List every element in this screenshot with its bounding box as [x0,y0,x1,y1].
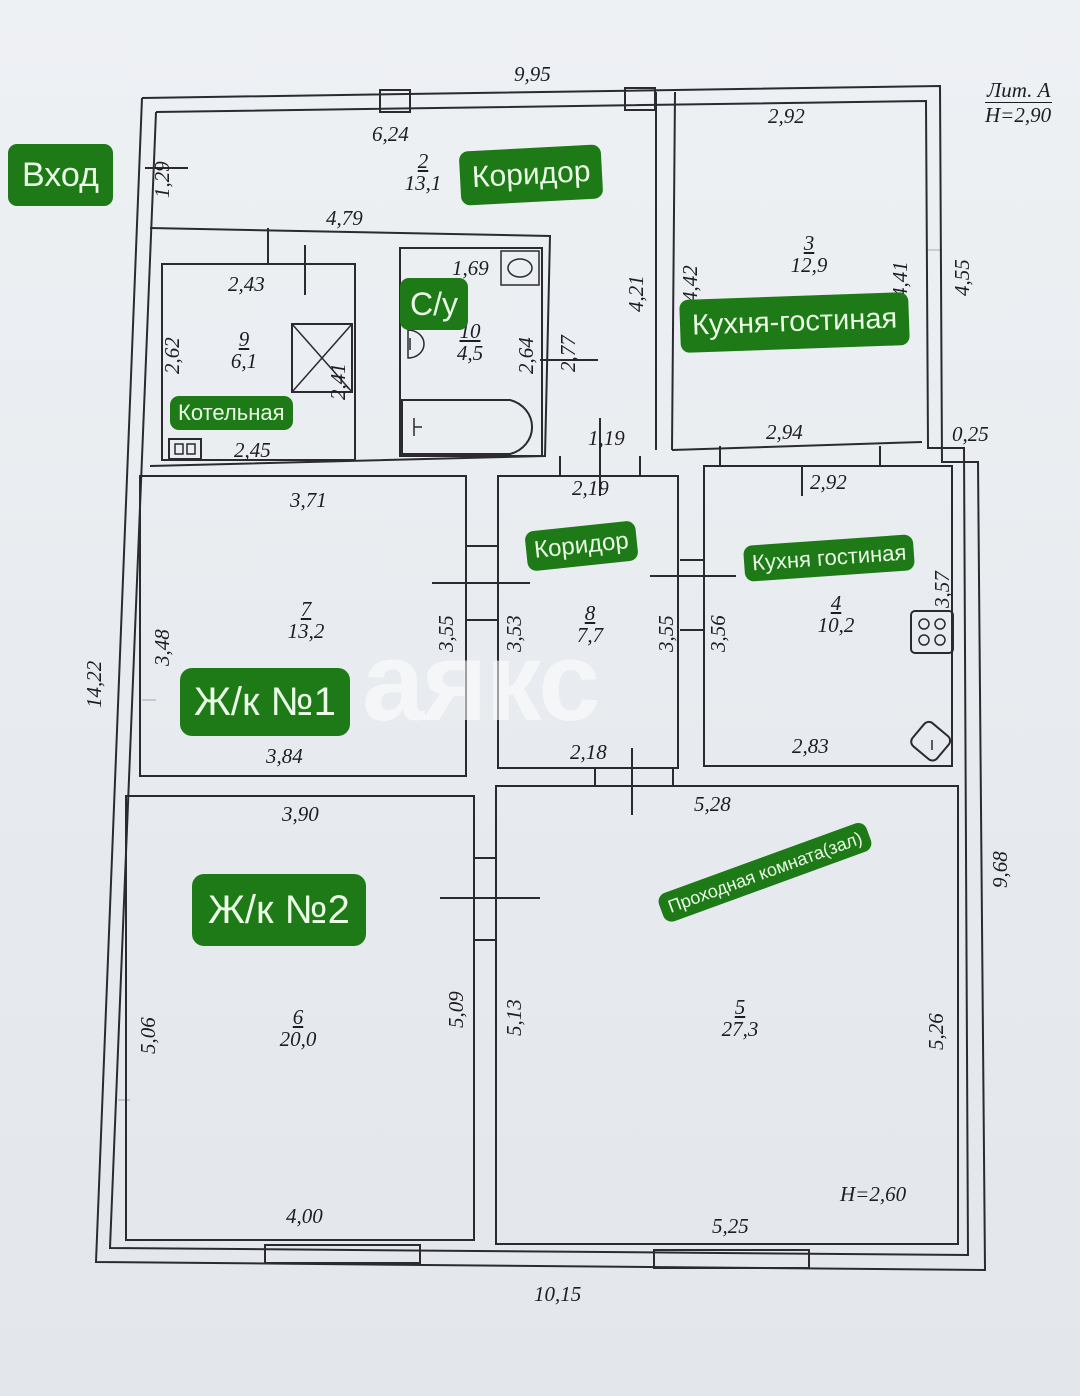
wall-r9 [161,263,356,461]
label-bathroom: С/у [400,278,468,330]
dim-r4-top: 2,92 [810,470,847,494]
dim-r5-bottom: 5,25 [712,1214,749,1238]
dim-r2-top: 6,24 [372,122,409,146]
wall-r8 [497,475,679,769]
dim-right-upper: 4,55 [950,259,974,296]
wall-r5 [495,785,959,1245]
label-entrance: Вход [8,144,113,206]
dim-r10-left: 2,64 [514,337,538,374]
room-area: 7,7 [576,623,604,648]
label-kitchen-living-1: Кухня-гостиная [679,292,911,353]
wall-r3 [671,441,923,451]
dim-r7-left: 3,48 [150,629,174,666]
dim-r8-top: 2,19 [572,476,609,500]
window-4 [653,1249,810,1269]
room-area: 12,9 [790,253,828,278]
dim-r6-bottom: 4,00 [286,1204,323,1228]
chimney-icon [291,323,353,393]
dim-r4-bottom: 2,83 [792,734,829,758]
sink-icon [407,329,425,359]
dim-r5-left: 5,13 [502,999,526,1036]
dim-r3-top: 2,92 [768,104,805,128]
dim-offset: 0,25 [952,422,989,446]
dim-r9-bottom: 2,45 [234,438,271,462]
outer-wall-inner [108,99,970,1257]
toilet-icon [500,250,540,286]
dim-r6-right: 5,09 [444,991,468,1028]
lit-label: Лит. А [985,78,1053,104]
dim-r10-right: 2,77 [556,335,580,372]
dim-r7-top: 3,71 [290,488,327,512]
dim-r3-bottom: 2,94 [766,420,803,444]
room-area: 13,1 [404,171,442,196]
lit-block: Лит. А H=2,90 [985,78,1053,128]
room-5-height: H=2,60 [840,1182,907,1206]
dim-r6-left: 5,06 [136,1017,160,1054]
room-area: 4,5 [456,341,484,366]
dim-r2-entry: 1,29 [150,161,174,198]
wall-r7 [139,475,467,777]
window-1 [379,89,411,113]
room-number: 5 [734,995,746,1019]
watermark: аякс [362,619,601,744]
dim-r9-left: 2,62 [160,337,184,374]
bathtub-icon [401,399,534,455]
room-area: 6,1 [230,349,258,374]
dim-r7-bottom: 3,84 [266,744,303,768]
room-number: 6 [292,1005,304,1029]
dim-r4-right: 3,57 [930,571,954,608]
dim-r3-left: 4,42 [678,265,702,302]
room-area: 27,3 [721,1017,759,1042]
dim-r9-top: 2,43 [228,272,265,296]
dim-r6-top: 3,90 [282,802,319,826]
dim-r5-right: 5,26 [924,1013,948,1050]
room-number: 4 [830,591,842,615]
dim-bottom-total: 10,15 [534,1282,582,1306]
dim-r8-bottom: 2,18 [570,740,607,764]
room-number: 7 [300,597,312,621]
dim-r5-top: 5,28 [694,792,731,816]
ceiling-height: H=2,90 [985,103,1052,128]
dim-left-total: 14,22 [82,660,106,708]
room-number: 9 [238,327,250,351]
dim-r2-inner: 4,79 [326,206,363,230]
dim-r9-inner: 2,41 [326,363,350,400]
dim-right-lower: 9,68 [988,851,1012,888]
dim-top-total: 9,95 [514,62,551,86]
dim-r2-right: 4,21 [624,275,648,312]
kitchen-sink-icon [910,720,952,762]
dim-passage: 1,19 [588,426,625,450]
room-area: 20,0 [279,1027,317,1052]
room-number: 3 [803,231,815,255]
wall-r10 [399,247,543,457]
label-bedroom-2: Ж/к №2 [192,874,366,946]
label-bedroom-1: Ж/к №1 [180,668,350,736]
boiler-icon [168,438,202,460]
label-corridor-top: Коридор [458,144,604,206]
room-number: 2 [417,149,429,173]
dim-r10-top: 1,69 [452,256,489,280]
label-boiler-room: Котельная [170,396,293,430]
room-area: 13,2 [287,619,325,644]
window-3 [264,1244,421,1264]
room-area: 10,2 [817,613,855,638]
outer-wall-outer [94,84,987,1272]
room-number: 8 [584,601,596,625]
stove-icon [910,610,954,654]
wall-r6 [125,795,475,1241]
